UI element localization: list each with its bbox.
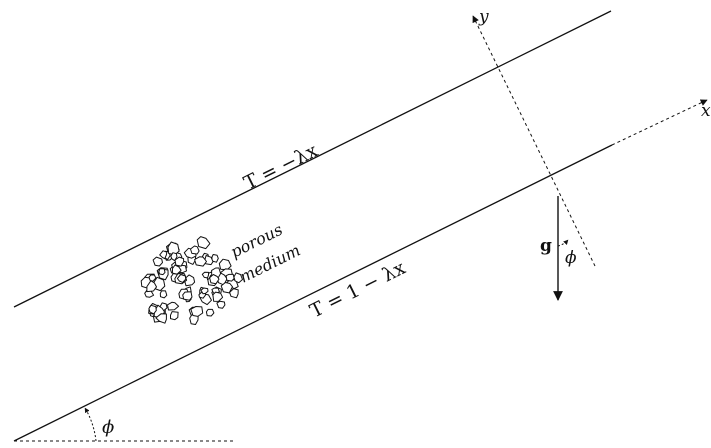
upper-wall-line [13,10,612,308]
grain [171,264,182,275]
incline-angle-label: ϕ [102,417,114,438]
grain [220,282,233,294]
gravity-angle-label: ϕ [565,248,577,268]
x-axis-dashed [611,99,708,146]
grain [159,290,168,299]
grain [170,252,178,262]
grain [146,280,157,293]
grain [211,254,219,263]
gravity-angle-arc [557,239,569,247]
y-axis-dashed [472,15,596,267]
grain [158,268,166,276]
y-axis-label: y [478,7,489,27]
grain [190,306,204,317]
grain [170,311,179,321]
grain [216,300,226,309]
grain [159,250,168,260]
grain [194,256,207,267]
grain [148,274,157,282]
grain [148,304,157,315]
grain [167,301,180,311]
lower-wall-line [13,144,613,442]
upper-wall-label: T = −λx [240,139,321,194]
grain [155,313,167,324]
lower-wall-label: T = 1 − λx [306,257,409,323]
gravity-label: g [540,236,552,256]
grain [196,236,211,250]
grain [225,273,235,282]
grain [200,287,209,295]
grain [218,258,232,271]
grain [205,308,215,317]
grain [176,274,187,283]
porous-medium-grains [140,236,243,325]
grain [152,256,163,267]
x-axis-label: x [701,101,711,121]
incline-angle-arc [84,407,97,442]
grain [182,291,193,301]
grain [212,291,224,302]
grain [190,245,200,255]
grain [209,274,220,285]
grain [201,271,210,279]
